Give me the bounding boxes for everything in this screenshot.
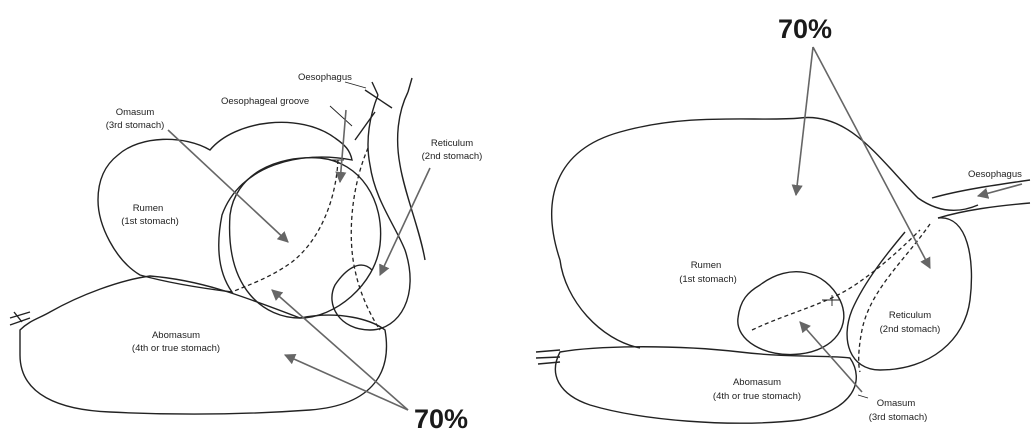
right-rumen-label: Rumen	[691, 260, 722, 271]
right-abomasum-label: Abomasum	[733, 377, 781, 388]
left-stomach-diagram: Oesophagus Oesophageal groove Omasum (3r…	[10, 72, 482, 432]
left-reticulum-label: Reticulum	[431, 138, 473, 149]
left-percent-label: 70%	[414, 404, 468, 432]
left-70-arrow-omasum	[272, 290, 408, 410]
right-percent-label: 70%	[778, 14, 832, 44]
left-intestine-stub	[10, 312, 30, 325]
left-omasum-desc: (3rd stomach)	[106, 120, 165, 131]
right-omasum-label: Omasum	[877, 398, 916, 409]
left-reticulum-desc: (2nd stomach)	[422, 151, 483, 162]
right-reticulum-desc: (2nd stomach)	[880, 324, 941, 335]
left-rumen-label: Rumen	[133, 203, 164, 214]
right-abomasum-desc: (4th or true stomach)	[713, 391, 801, 402]
left-omasum-label: Omasum	[116, 107, 155, 118]
right-intestine-stub	[536, 350, 560, 364]
left-reticulum-dashed	[351, 148, 380, 330]
left-omasum-pointer-arrow	[168, 130, 288, 242]
left-oesophagus-label: Oesophagus	[298, 72, 352, 83]
right-rumen-desc: (1st stomach)	[679, 274, 737, 285]
left-omasum-outline	[230, 158, 381, 318]
right-oesophagus-pointer-arrow	[978, 184, 1022, 196]
left-70-arrow-abomasum	[285, 355, 408, 410]
left-abomasum-label: Abomasum	[152, 330, 200, 341]
right-stomach-diagram: Oesophagus Rumen (1st stomach) Reticulum…	[536, 14, 1030, 423]
right-omasum-outline	[738, 272, 844, 355]
left-oesophageal-groove-label: Oesophageal groove	[221, 96, 309, 107]
right-abomasum-outline	[555, 347, 856, 423]
right-oesophagus-label: Oesophagus	[968, 169, 1022, 180]
right-omasum-leader-line	[858, 395, 868, 398]
right-omasum-desc: (3rd stomach)	[869, 412, 928, 423]
right-70-arrow-reticulum	[813, 47, 930, 268]
right-70-arrow-rumen	[796, 47, 813, 195]
left-rumen-desc: (1st stomach)	[121, 216, 179, 227]
right-reticulum-label: Reticulum	[889, 310, 931, 321]
left-abomasum-desc: (4th or true stomach)	[132, 343, 220, 354]
